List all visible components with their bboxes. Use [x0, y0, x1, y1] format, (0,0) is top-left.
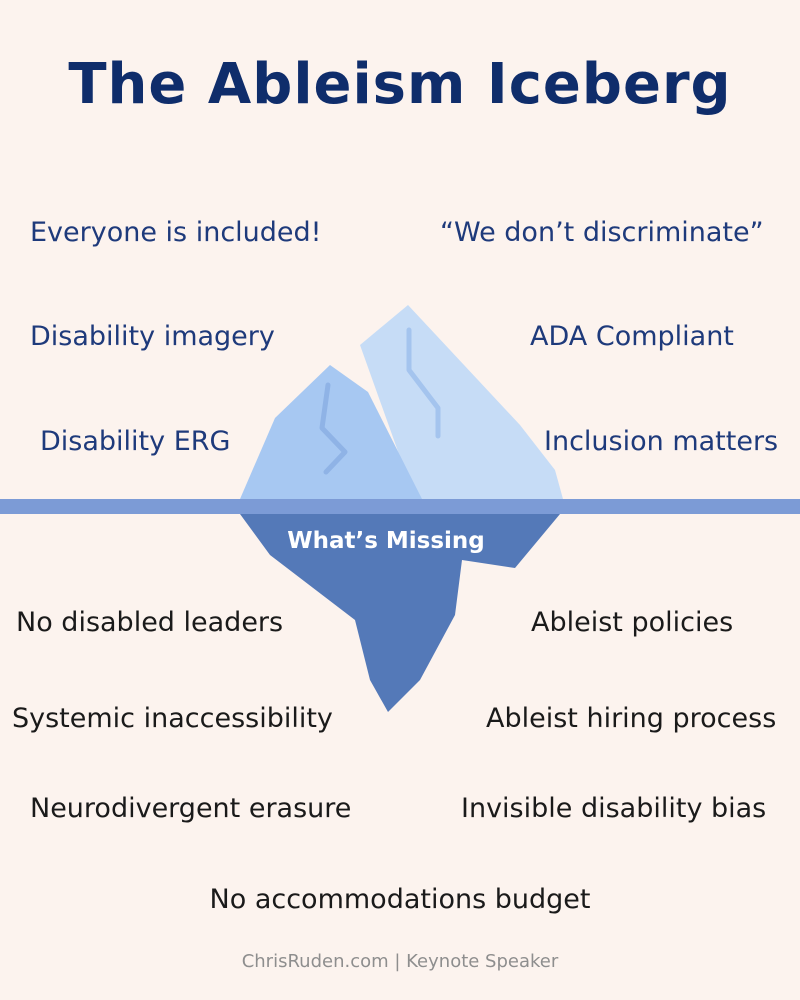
above-label-inclusion-matters: Inclusion matters — [544, 426, 779, 457]
above-label-everyone-included: Everyone is included! — [30, 217, 322, 248]
footer-credit: ChrisRuden.com | Keynote Speaker — [241, 951, 559, 972]
iceberg-crack-front — [319, 382, 348, 475]
above-label-disability-imagery: Disability imagery — [30, 321, 275, 352]
waterline — [0, 499, 800, 514]
below-label-neurodivergent-erasure: Neurodivergent erasure — [30, 793, 352, 824]
above-label-ada-compliant: ADA Compliant — [530, 321, 734, 352]
below-label-ableist-policies: Ableist policies — [531, 607, 734, 638]
whats-missing-header: What’s Missing — [287, 528, 485, 554]
below-label-no-disabled-leaders: No disabled leaders — [16, 607, 284, 638]
iceberg-crack-back — [406, 327, 441, 439]
below-label-ableist-hiring-process: Ableist hiring process — [486, 703, 777, 734]
below-label-invisible-disability-bias: Invisible disability bias — [461, 793, 767, 824]
above-label-we-dont-discriminate: “We don’t discriminate” — [440, 217, 764, 248]
iceberg-submerged — [240, 514, 560, 712]
below-label-no-accommodations-budget: No accommodations budget — [209, 884, 591, 915]
page-title: The Ableism Iceberg — [68, 52, 732, 117]
above-label-disability-erg: Disability ERG — [40, 426, 231, 457]
iceberg-front-peak — [240, 365, 422, 499]
below-label-systemic-inaccessibility: Systemic inaccessibility — [12, 703, 333, 734]
